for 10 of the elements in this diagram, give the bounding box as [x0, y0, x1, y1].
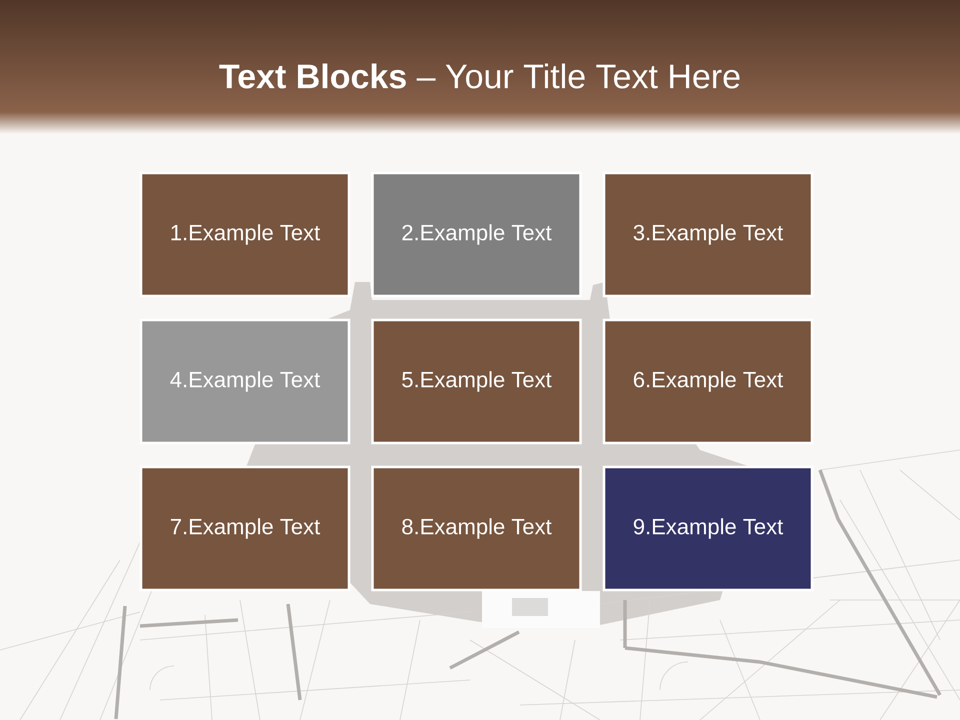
text-box: 8.Example Text [371, 466, 582, 592]
text-box: 1.Example Text [140, 172, 350, 298]
text-box: 6.Example Text [602, 318, 814, 444]
text-box: 4.Example Text [140, 318, 350, 444]
text-box: 5.Example Text [371, 318, 582, 444]
text-box: 7.Example Text [140, 466, 350, 592]
text-box: 3.Example Text [602, 172, 814, 298]
text-box: 9.Example Text [602, 466, 814, 592]
title-text: Text Blocks – Your Title Text Here [219, 64, 740, 88]
text-box: 2.Example Text [371, 172, 582, 298]
